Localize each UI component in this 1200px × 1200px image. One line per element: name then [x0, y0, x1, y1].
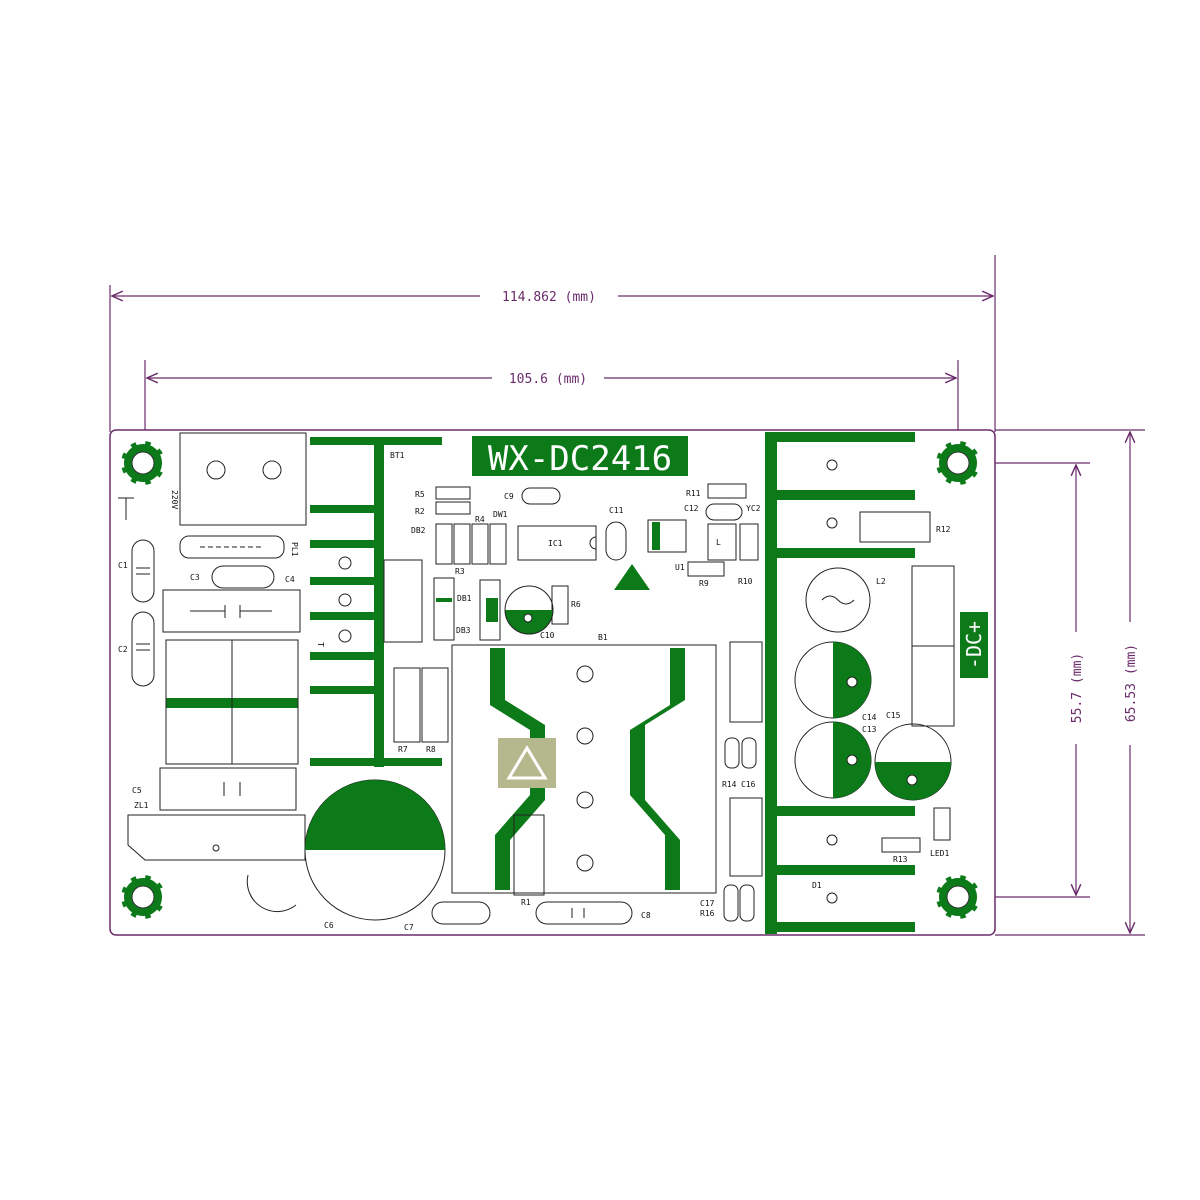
label-c4: C4 [285, 575, 295, 584]
mounting-hole-top-left [118, 438, 168, 488]
label-c3: C3 [190, 573, 200, 582]
label-db3: DB3 [456, 626, 471, 635]
label-r2: R2 [415, 507, 425, 516]
label-c11: C11 [609, 506, 624, 515]
dc-output-label-background [960, 612, 988, 678]
label-b1: B1 [598, 633, 608, 642]
label-l: L [716, 538, 721, 547]
component-labels: BT1 R5 R2 DB2 R4 DW1 C9 IC1 C11 R11 C12 … [118, 451, 951, 932]
label-r16: R16 [700, 909, 715, 918]
dimension-hole-spacing-x: 105.6 (mm) [509, 372, 587, 387]
label-c10: C10 [540, 631, 555, 640]
label-pl1: PL1 [290, 542, 299, 557]
mounting-hole-bottom-right [933, 872, 983, 922]
label-c7: C7 [404, 923, 414, 932]
mounting-hole-top-right [933, 438, 983, 488]
silkscreen-outlines [118, 432, 955, 925]
label-ic1: IC1 [548, 539, 563, 548]
label-r13: R13 [893, 855, 908, 864]
label-c17: C17 [700, 899, 715, 908]
label-zl1: ZL1 [134, 801, 149, 810]
label-yc2: YC2 [746, 504, 761, 513]
label-r6: R6 [571, 600, 581, 609]
label-l2: L2 [876, 577, 886, 586]
label-c8: C8 [641, 911, 651, 920]
label-c12: C12 [684, 504, 699, 513]
label-r7: R7 [398, 745, 408, 754]
label-d1: D1 [812, 881, 822, 890]
mounting-hole-bottom-left [118, 872, 168, 922]
label-c6: C6 [324, 921, 334, 930]
dimension-hole-spacing-y: 55.7 (mm) [1070, 653, 1085, 723]
label-r11: R11 [686, 489, 701, 498]
label-r9: R9 [699, 579, 709, 588]
board-title-background [472, 436, 688, 476]
label-db1: DB1 [457, 594, 472, 603]
label-bt1: BT1 [390, 451, 405, 460]
board-title: WX-DC2416 [488, 439, 672, 479]
label-c13: C13 [862, 725, 877, 734]
label-c15: C15 [886, 711, 901, 720]
capacitor-c10-outline [504, 585, 554, 635]
label-c1: C1 [118, 561, 128, 570]
label-c5: C5 [132, 786, 142, 795]
label-c9: C9 [504, 492, 514, 501]
dimension-overall-width: 114.862 (mm) [502, 290, 596, 305]
label-led1: LED1 [930, 849, 949, 858]
esd-warning-icon [614, 564, 650, 590]
label-r4: R4 [475, 515, 485, 524]
label-u1: U1 [675, 563, 685, 572]
label-c2: C2 [118, 645, 128, 654]
label-r12: R12 [936, 525, 951, 534]
dimension-lines [109, 255, 1145, 936]
label-r3: R3 [455, 567, 465, 576]
hazard-warning-icon [498, 738, 556, 788]
label-r8: R8 [426, 745, 436, 754]
dc-output-label: -DC+ [962, 621, 986, 669]
label-220v: 220V [170, 490, 179, 509]
label-t: T [316, 642, 325, 647]
mounting-holes [118, 438, 983, 922]
dimension-overall-height: 65.53 (mm) [1124, 644, 1139, 722]
label-dw1: DW1 [493, 510, 508, 519]
label-db2: DB2 [411, 526, 426, 535]
label-r14: R14 [722, 780, 737, 789]
label-r5: R5 [415, 490, 425, 499]
capacitor-polarity-dots [523, 613, 918, 786]
label-c14: C14 [862, 713, 877, 722]
label-r10: R10 [738, 577, 753, 586]
label-r1: R1 [521, 898, 531, 907]
label-c16: C16 [741, 780, 756, 789]
